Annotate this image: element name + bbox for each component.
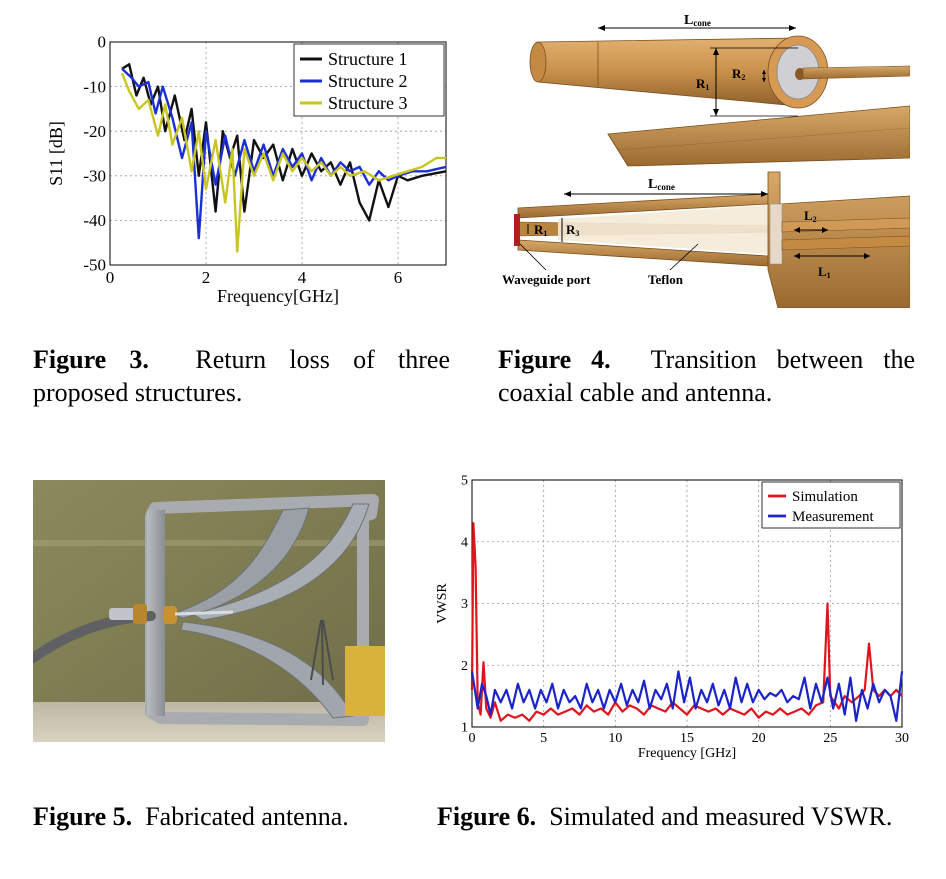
figure-5-label: Figure 5.	[33, 802, 133, 831]
legend-entry-1: Simulation	[792, 489, 858, 505]
y-tick-label: 3	[461, 597, 468, 612]
label-r3: R3	[566, 222, 579, 238]
feed-strip	[802, 65, 910, 80]
figure-3-label: Figure 3.	[33, 345, 149, 374]
series-line-1	[470, 522, 903, 722]
y-tick-label: 4	[461, 535, 468, 550]
upper-flare	[171, 507, 310, 619]
coax-inner	[795, 68, 805, 80]
figure-6-label: Figure 6.	[437, 802, 537, 831]
y-tick-label: -50	[83, 256, 106, 275]
lower-flare	[180, 621, 354, 719]
y-tick-label: 0	[98, 33, 107, 52]
x-tick-label: 30	[895, 731, 909, 746]
legend-box	[761, 481, 901, 529]
y-tick-label: 5	[461, 474, 468, 489]
series-line-3	[120, 72, 446, 253]
label-l2: L2	[804, 208, 817, 224]
x-tick-label: 25	[823, 731, 837, 746]
figure-5-photo	[33, 480, 385, 742]
series-line-2	[470, 670, 904, 722]
feed-plate-upper	[781, 217, 910, 233]
figure-5-caption: Figure 5. Fabricated antenna.	[33, 802, 349, 831]
figure-3-caption: Figure 3. Return loss of three proposed …	[33, 345, 451, 407]
x-tick-label: 0	[469, 731, 476, 746]
label-teflon: Teflon	[648, 272, 684, 287]
x-tick-label: 10	[608, 731, 622, 746]
x-tick-label: 5	[540, 731, 547, 746]
label-l-cone: Lcone	[684, 13, 711, 28]
label-r2: R2	[732, 66, 745, 82]
x-tick-label: 6	[394, 268, 403, 287]
x-tick-label: 2	[202, 268, 211, 287]
waveguide-port	[514, 214, 520, 246]
x-tick-label: 20	[752, 731, 766, 746]
figure-4-label: Figure 4.	[498, 345, 611, 374]
label-r1-section: R1	[534, 222, 547, 238]
series-line-1	[121, 63, 447, 222]
y-tick-label: -40	[83, 211, 106, 230]
legend-entry-3: Structure 3	[328, 93, 407, 113]
y-tick-label: 1	[461, 721, 468, 736]
x-tick-label: 15	[680, 731, 694, 746]
y-axis-label: VWSR	[435, 583, 450, 624]
x-tick-label: 0	[106, 268, 115, 287]
feed-plate-lower	[781, 235, 910, 251]
y-axis-label: S11 [dB]	[46, 121, 66, 186]
label-l1: L1	[818, 264, 831, 280]
legend-entry-1: Structure 1	[328, 49, 407, 69]
x-axis-label: Frequency [GHz]	[638, 746, 736, 761]
legend-entry-2: Structure 2	[328, 71, 407, 91]
figure-4-caption: Figure 4. Transition between the coaxial…	[498, 345, 915, 407]
legend-entry-2: Measurement	[792, 509, 874, 525]
y-tick-label: -20	[83, 122, 106, 141]
y-tick-label: -10	[83, 77, 106, 96]
x-axis-label: Frequency[GHz]	[217, 286, 339, 306]
plot-frame	[109, 41, 447, 266]
x-tick-label: 4	[298, 268, 307, 287]
cone-end	[529, 41, 547, 83]
y-tick-label: 2	[461, 659, 468, 674]
teflon-fill	[558, 205, 768, 254]
label-waveguide-port: Waveguide port	[502, 272, 591, 287]
figure-6-caption: Figure 6. Simulated and measured VSWR.	[437, 802, 893, 831]
label-r1: R1	[696, 76, 709, 92]
y-tick-label: -30	[83, 166, 106, 185]
label-l-cone-section: Lcone	[648, 177, 675, 192]
figure-4-diagram: Lcone R1 R2 Lcone R1 R3 L2 L1 Waveguide …	[498, 8, 910, 308]
